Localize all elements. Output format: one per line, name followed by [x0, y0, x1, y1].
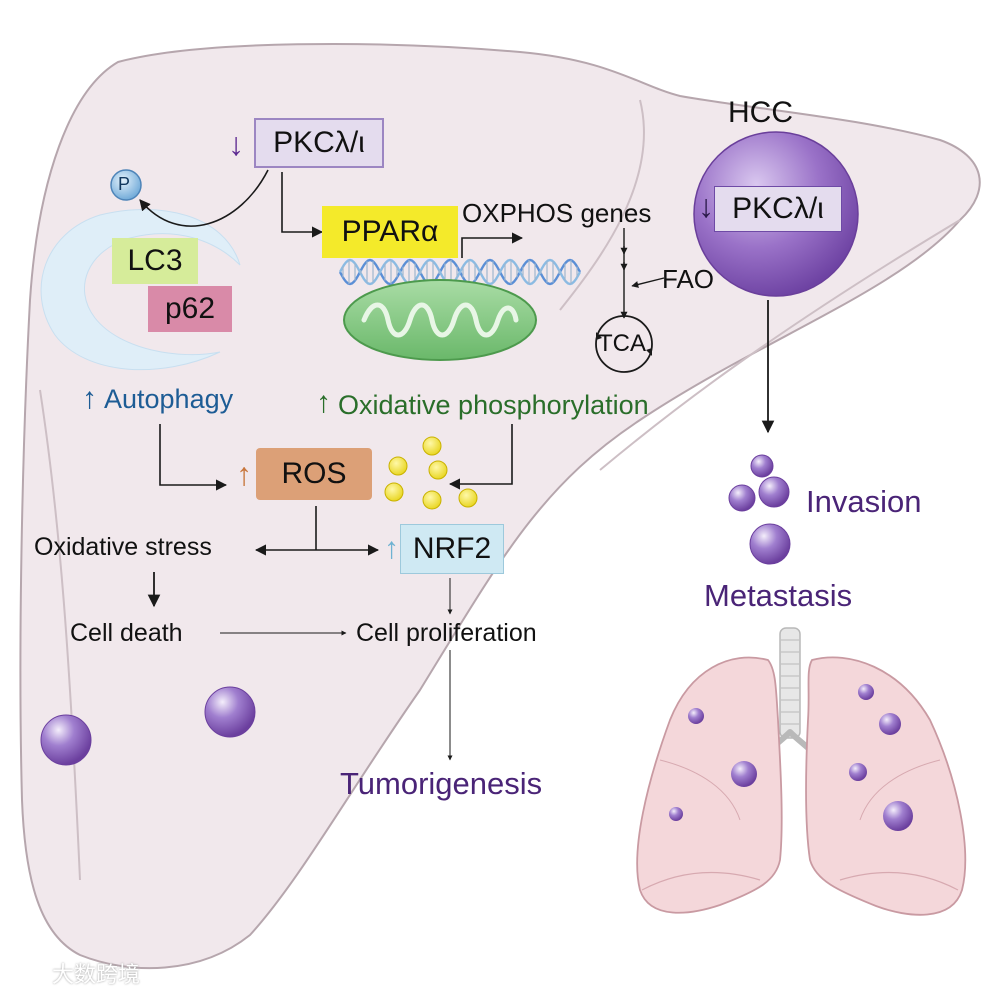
up-arrow-icon: ↑: [316, 386, 331, 419]
hcc-label: HCC: [728, 96, 793, 129]
up-arrow-icon: ↑: [236, 456, 252, 492]
down-arrow-icon: ↓: [698, 188, 714, 224]
fao-label: FAO: [662, 264, 715, 294]
watermark-label: 大数跨境: [52, 962, 141, 987]
lung-metastasis-icon: [731, 761, 757, 787]
lung-metastasis-icon: [688, 708, 704, 724]
pkc-box: PKCλ/ι: [254, 118, 384, 168]
ros-particle-icon: [422, 436, 442, 456]
lc3-box: LC3: [112, 238, 198, 284]
fao-arrow: [631, 277, 665, 288]
pkc-to-ppara-arrow: [281, 172, 324, 238]
lung-metastasis-icon: [669, 807, 683, 821]
lung-metastasis-icon: [879, 713, 901, 735]
p62-label: p62: [164, 292, 216, 325]
lung-metastasis-icon: [883, 801, 913, 831]
pkc-hcc-box: PKCλ/ι: [714, 186, 842, 232]
ros-particle-icon: [422, 490, 442, 510]
cell-death-label: Cell death: [70, 619, 183, 647]
nrf2-box: NRF2: [400, 524, 504, 574]
oxphos-genes-label: OXPHOS genes: [462, 198, 652, 228]
lc3-label: LC3: [127, 244, 183, 277]
p62-box: p62: [148, 286, 232, 332]
invasion-label: Invasion: [806, 484, 922, 519]
ros-particle-icon: [388, 456, 408, 476]
ppara-box: PPARα: [322, 206, 458, 258]
pkc-label: PKCλ/ι: [273, 126, 365, 159]
watermark-logo-icon: [16, 968, 48, 984]
liver-fold-left: [39, 389, 81, 881]
up-arrow-icon: ↑: [384, 532, 399, 565]
ros-particle-icon: [458, 488, 478, 508]
invading-cell-icon: [749, 523, 791, 565]
ros-particle-icon: [428, 460, 448, 480]
tumorigenesis-label: Tumorigenesis: [340, 766, 543, 801]
autophagy-to-ros-arrow: [159, 424, 228, 491]
ppara-to-oxphos-arrow: [461, 232, 524, 258]
oxphos-to-nrf2-arrow: [448, 424, 513, 490]
liver-fold-middle: [599, 219, 961, 471]
lung-metastasis-icon: [849, 763, 867, 781]
invading-cell-icon: [750, 454, 774, 478]
ppara-label: PPARα: [341, 215, 439, 248]
nrf2-label: NRF2: [412, 532, 492, 565]
pkc-hcc-label: PKCλ/ι: [732, 192, 824, 225]
tumor-cell-icon: [40, 714, 92, 766]
tca-label: TCA: [598, 330, 646, 357]
dna-helix-icon: [338, 258, 582, 286]
right-lung: [805, 656, 967, 916]
tca-cycle-icon: [595, 315, 653, 373]
lung-metastasis-icon: [858, 684, 874, 700]
invading-cell-icon: [758, 476, 790, 508]
lung-icon: [636, 627, 967, 916]
up-arrow-icon: ↑: [82, 382, 97, 415]
tumor-cell-icon: [204, 686, 256, 738]
ros-box: ROS: [256, 448, 372, 500]
mitochondrion-icon: [343, 279, 537, 361]
autophagy-label: Autophagy: [104, 384, 234, 414]
ros-label: ROS: [281, 457, 347, 490]
oxidative-phosphorylation-label: Oxidative phosphorylation: [338, 390, 649, 420]
phosphate-icon: [110, 169, 142, 201]
cell-proliferation-label: Cell proliferation: [356, 619, 537, 647]
liver-fold-top: [559, 99, 645, 311]
phosphorylation-arrow: [139, 169, 269, 227]
ros-particle-icon: [384, 482, 404, 502]
phosphate-label: P: [118, 174, 131, 194]
invading-cell-icon: [728, 484, 756, 512]
oxidative-stress-label: Oxidative stress: [34, 533, 212, 561]
down-arrow-icon: ↓: [228, 126, 244, 162]
ros-particles: [384, 436, 478, 510]
left-lung: [636, 656, 783, 914]
metastasis-label: Metastasis: [704, 578, 853, 613]
